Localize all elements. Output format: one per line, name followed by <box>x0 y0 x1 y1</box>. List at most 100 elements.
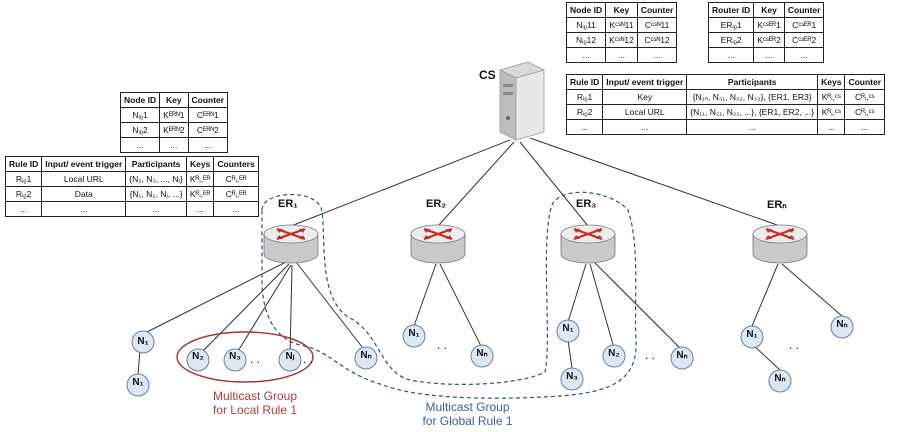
table-header-cell: Counter <box>844 74 886 90</box>
node-circle <box>131 330 155 354</box>
link-cs-er3 <box>519 141 589 227</box>
table-cell: ... <box>753 47 785 63</box>
server-icon <box>498 61 546 141</box>
table-cell: ... <box>119 137 161 153</box>
router-icon <box>263 224 319 264</box>
local-group-caption: Multicast Group for Local Rule 1 <box>190 389 320 417</box>
table-cell: Cᶜˢᴺ11 <box>636 17 678 33</box>
table-cell: ... <box>783 47 825 63</box>
table-cell: Kᴿᵢ,ᴱᴿ <box>185 186 215 202</box>
table-row: ......... <box>565 47 678 63</box>
link-cs-ern <box>529 137 781 227</box>
table-cell: Nᵢᵨ1 <box>119 107 161 123</box>
node-label: N₁ <box>746 329 758 340</box>
local-group-caption-line1: Multicast Group <box>212 389 298 403</box>
node-label: Nₙ <box>774 373 786 384</box>
ellipsis: . . <box>437 338 448 352</box>
table-cell: Kᶜˢᴱᴿ2 <box>753 32 785 48</box>
table-header-cell: Participants <box>125 156 187 172</box>
table-header-cell: Counter <box>636 2 678 18</box>
table-header-cell: Counter <box>783 2 825 18</box>
table-cell: Cᴱᴿᴺ2 <box>187 122 229 138</box>
node-label: Nₙ <box>836 319 848 330</box>
table-header-cell: Router ID <box>707 2 755 18</box>
local-group-caption-line2: for Local Rule 1 <box>212 403 298 417</box>
table-cell: ... <box>565 47 607 63</box>
table-header-cell: Key <box>605 2 638 18</box>
table-cell: {N₂, N₃, ..., Nⱼ} <box>125 171 187 187</box>
table-header-cell: Keys <box>185 156 215 172</box>
table-header-cell: Counters <box>213 156 259 172</box>
table-cell: Rᵢᵨ1 <box>565 89 604 105</box>
table-cell: Nᵢᵨ11 <box>565 17 607 33</box>
global-group-outline <box>261 191 637 399</box>
table-cell: ... <box>41 201 127 217</box>
table-row: ......... <box>707 47 825 63</box>
table-header-cell: Input/ event trigger <box>41 156 127 172</box>
node-label: N₃ <box>566 371 578 382</box>
table-cell: ... <box>602 119 688 135</box>
node-label: N₃ <box>229 351 241 362</box>
node-circle <box>470 344 494 368</box>
table-cell: {N₁₁, N₂₁, N₂₂, ...}, {ER1, ER2, ...} <box>686 104 819 120</box>
table-header-cell: Input/ event trigger <box>602 74 688 90</box>
table-header-cell: Node ID <box>119 92 161 108</box>
global-group-caption-line2: for Global Rule 1 <box>422 414 513 428</box>
table-cell: Nᵢᵨ12 <box>565 32 607 48</box>
node-label: Nⱼ <box>285 351 295 362</box>
ellipsis: . . <box>789 338 800 352</box>
node-circle <box>223 348 247 372</box>
router-label-er2: ER₂ <box>426 198 447 210</box>
table-cell: Cᶜˢᴺ12 <box>636 32 678 48</box>
node-circle <box>126 373 150 397</box>
table-cell: ... <box>185 201 215 217</box>
router-icon <box>410 224 466 264</box>
node-label: N₂ <box>192 351 204 362</box>
table-cell: Kᶜˢᴺ12 <box>605 32 638 48</box>
table-cell: Cᴱᴿᴺ1 <box>187 107 229 123</box>
node-circle <box>740 325 764 349</box>
router-icon <box>752 224 808 264</box>
table-cell: ... <box>125 201 187 217</box>
node-circle <box>556 319 580 343</box>
cs-label: CS <box>479 68 496 82</box>
table-cell: Cᴿᵢ,ᶜˢ <box>844 104 886 120</box>
table-row: ............... <box>565 119 886 135</box>
node-circle <box>560 367 584 391</box>
table-cell: ... <box>213 201 259 217</box>
node-label: N₂ <box>608 348 620 359</box>
router-label-er3: ER₃ <box>576 198 597 210</box>
global-group-caption: Multicast Group for Global Rule 1 <box>400 400 535 428</box>
table-cell: Kᶜˢᴱᴿ1 <box>753 17 785 33</box>
link-cs-er1 <box>290 139 511 227</box>
table-cell: Data <box>41 186 127 202</box>
table-cell: Cᴿᵢ,ᴱᴿ <box>213 186 259 202</box>
node-label: N₁ <box>132 377 144 388</box>
table-header-cell: Rule ID <box>4 156 43 172</box>
router-label-ern: ERₙ <box>767 199 787 211</box>
node-circle <box>602 344 626 368</box>
table-cell: Kᴿᵢ,ᶜˢ <box>817 89 846 105</box>
global-group-caption-line1: Multicast Group <box>425 400 510 414</box>
table-cell: ... <box>817 119 846 135</box>
table-cell: ERᵢᵨ2 <box>707 32 755 48</box>
table-header-cell: Counter <box>187 92 229 108</box>
local-group-outline <box>176 331 314 383</box>
table-cell: ... <box>4 201 43 217</box>
table-cell: Local URL <box>602 104 688 120</box>
table-header-cell: Keys <box>817 74 846 90</box>
